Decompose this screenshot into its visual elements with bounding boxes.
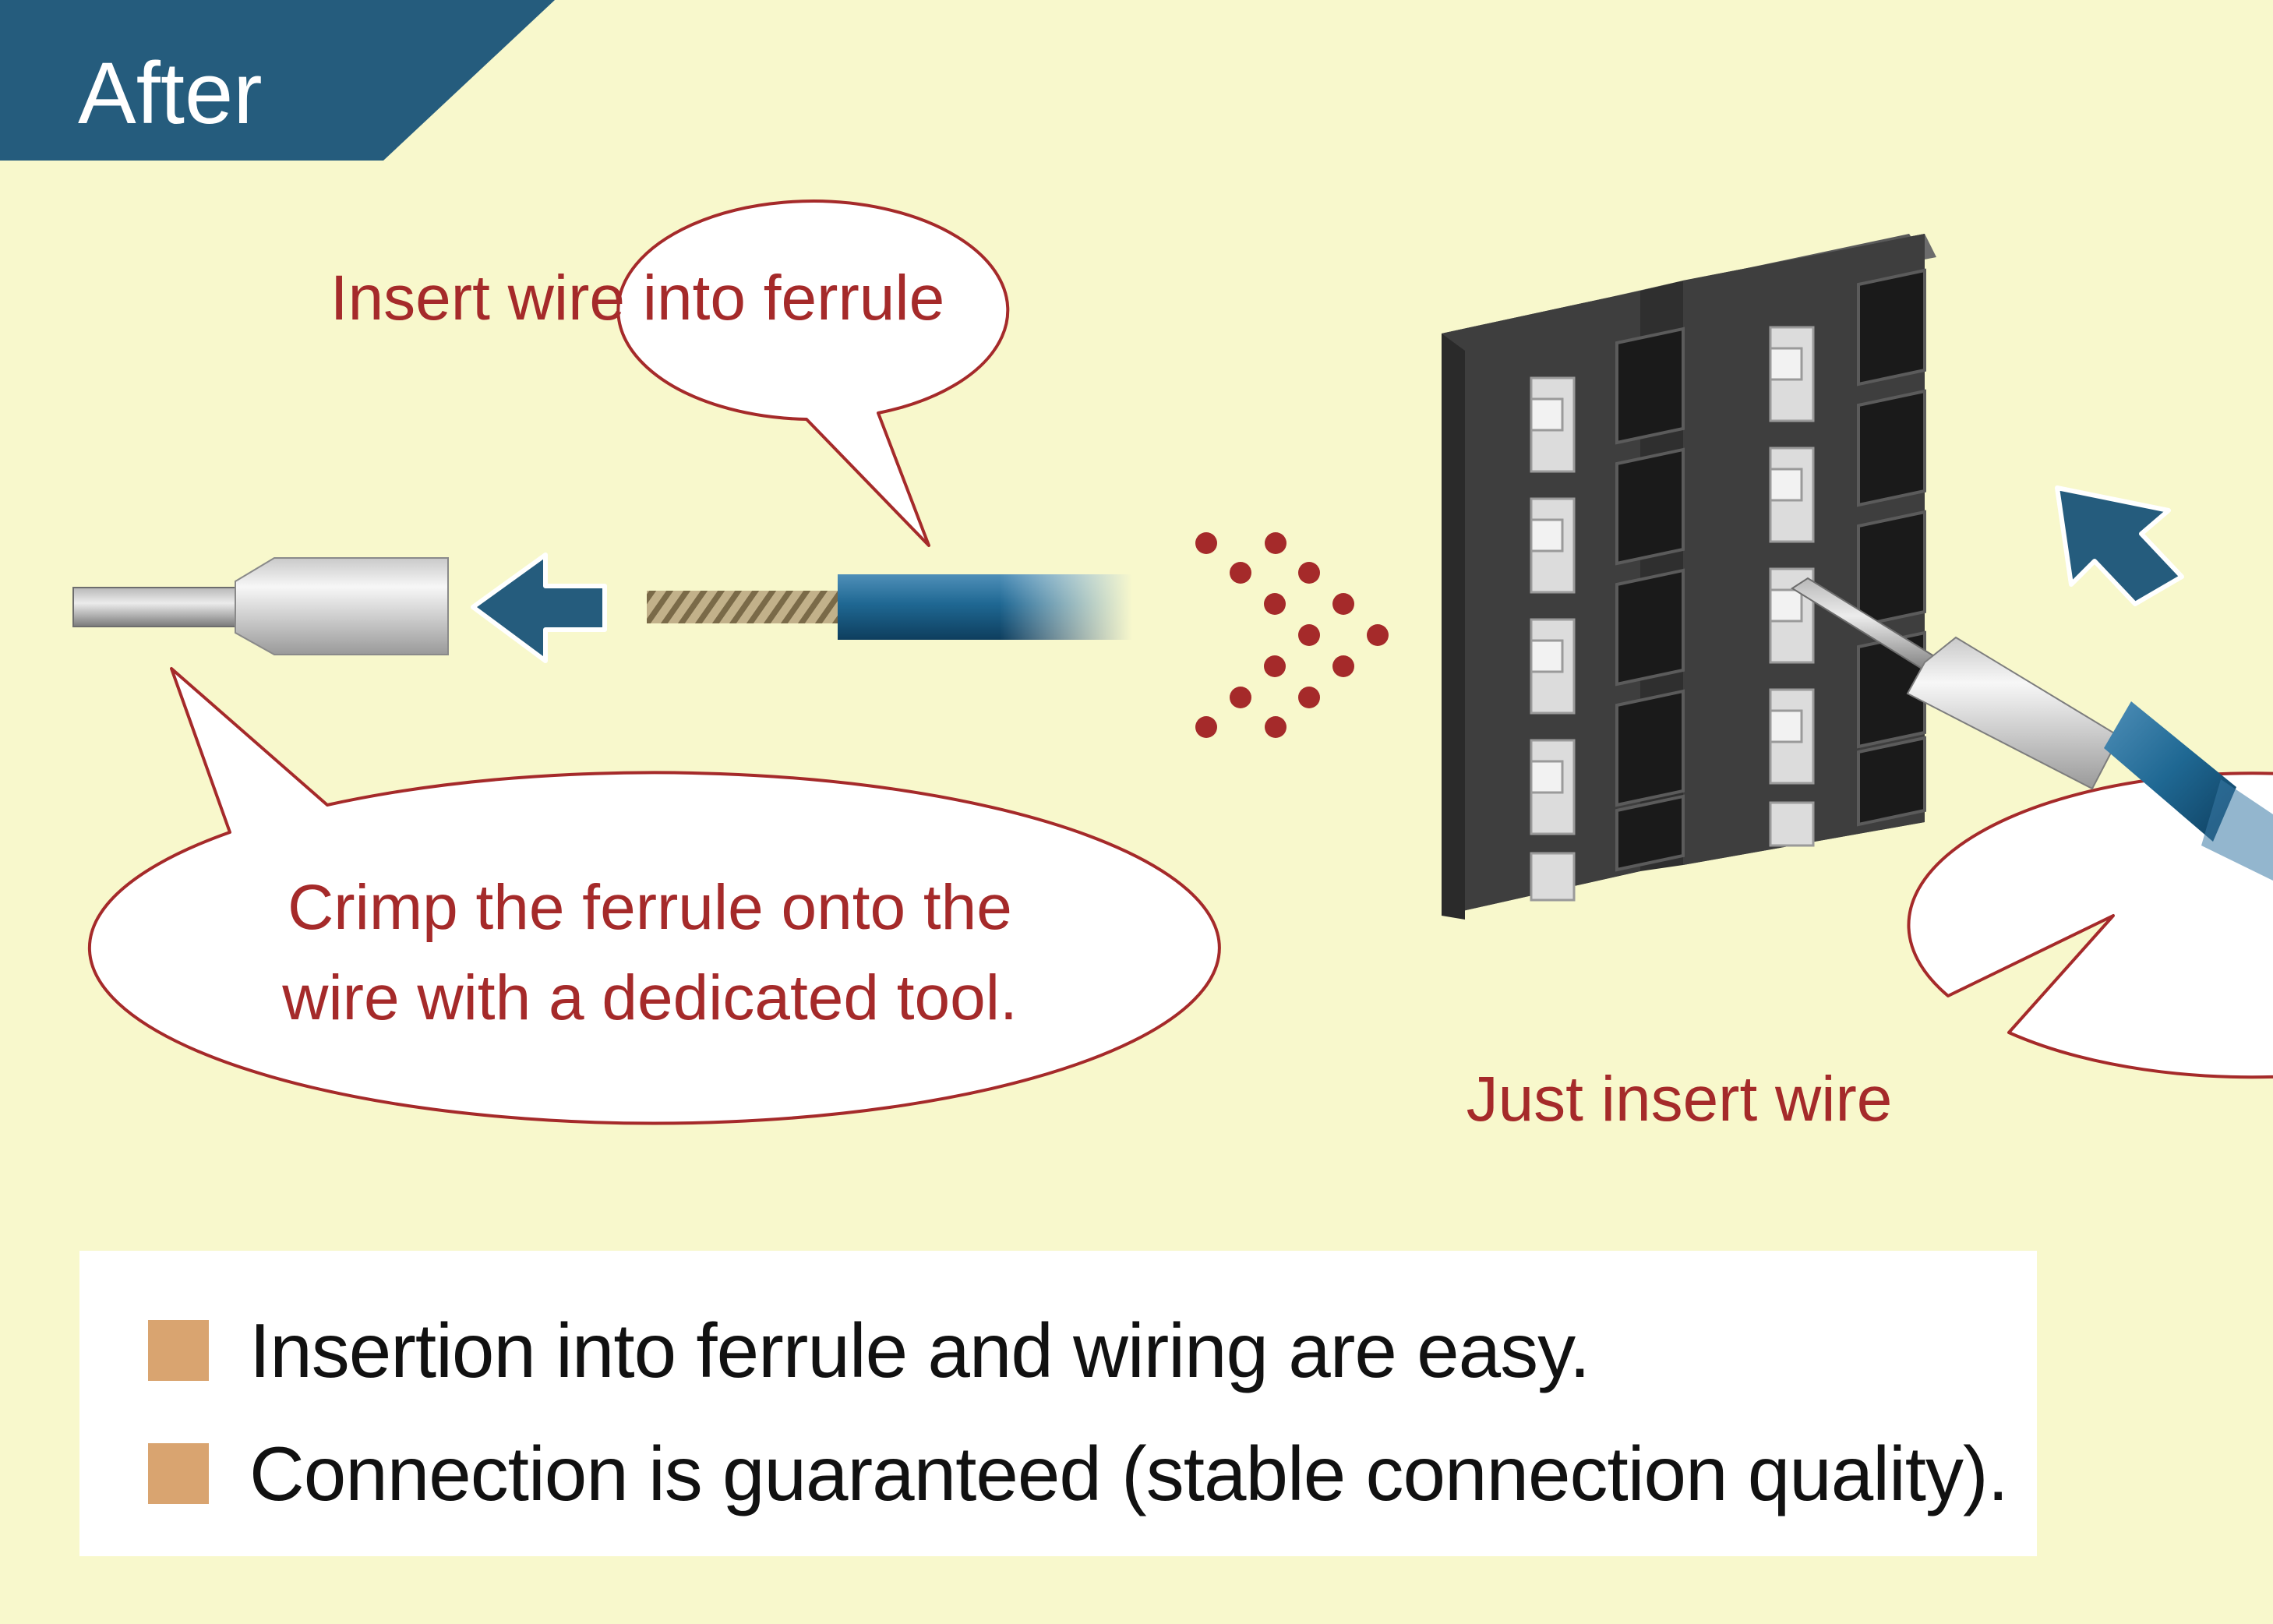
summary-point-text: Insertion into ferrule and wiring are ea… [249,1307,1590,1393]
after-label: After [78,44,263,142]
summary-point: Insertion into ferrule and wiring are ea… [148,1304,1590,1397]
after-header: After [0,0,555,161]
inserted-ferrule-wire [1791,577,2273,881]
summary-point-text: Connection is guaranteed (stable connect… [249,1430,2009,1516]
terminal-block [1442,234,1936,920]
bullet-square [148,1320,209,1381]
callout-just-insert: Just insert wire [1467,771,2273,1135]
stripped-wire [647,574,1132,640]
summary-panel: Insertion into ferrule and wiring are ea… [79,1251,2037,1556]
dotted-chevron-icon [1195,532,1389,738]
left-arrow-icon [471,553,607,663]
callout-crimp-line2: wire with a dedicated tool. [281,962,1018,1033]
callout-insert-wire-text: Insert wire into ferrule [330,263,944,334]
callout-just-insert-text: Just insert wire [1467,1064,1893,1135]
crimped-ferrule [72,557,449,655]
callout-insert-wire: Insert wire into ferrule [330,199,1010,547]
insert-arrow-icon [2055,485,2184,606]
summary-point: Connection is guaranteed (stable connect… [148,1427,2009,1520]
bullet-square [148,1443,209,1504]
callout-crimp-line1: Crimp the ferrule onto the [288,872,1012,943]
callout-crimp: Crimp the ferrule onto the wire with a d… [87,667,1221,1125]
